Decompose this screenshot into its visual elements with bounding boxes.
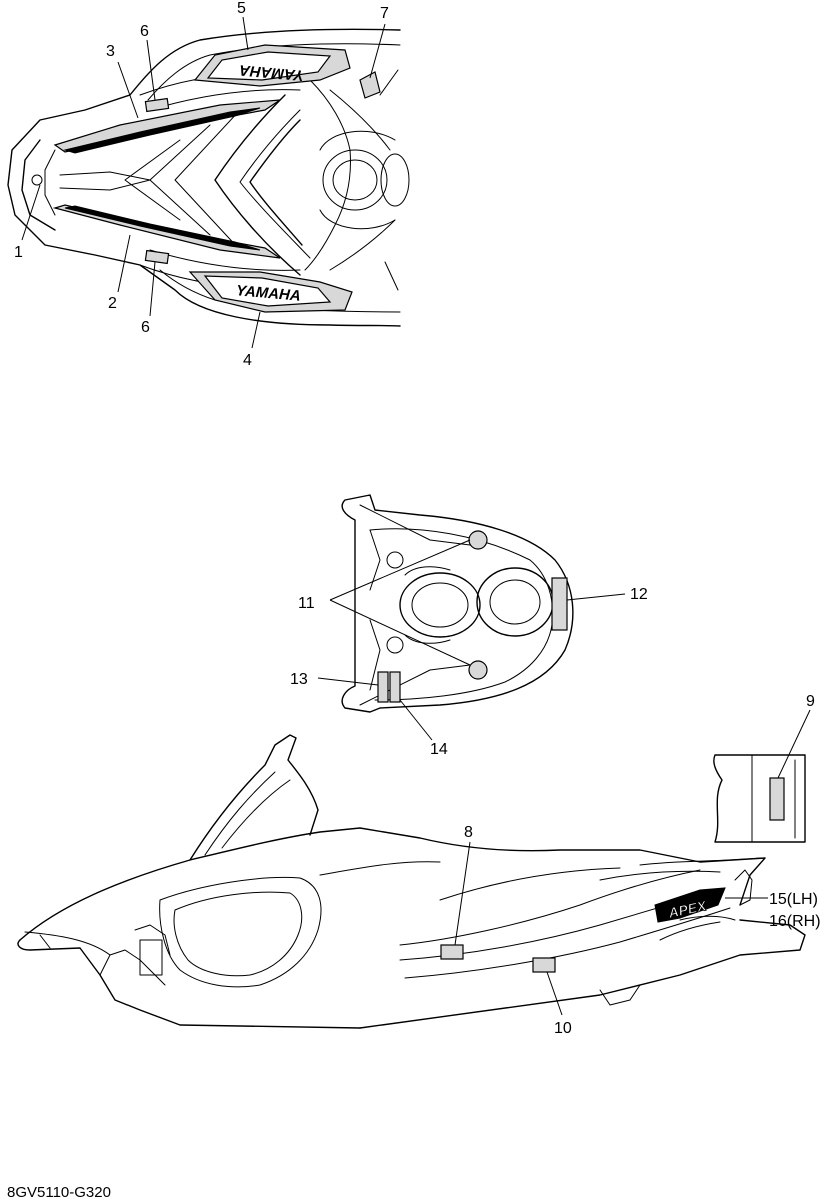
callout-6-upper: 6 bbox=[140, 23, 149, 40]
callout-7: 7 bbox=[380, 5, 389, 22]
decal-9 bbox=[769, 777, 785, 821]
callout-6-lower: 6 bbox=[141, 319, 150, 336]
callout-2: 2 bbox=[108, 295, 117, 312]
decal-14 bbox=[389, 671, 401, 703]
callout-13: 13 bbox=[290, 671, 308, 688]
callout-1: 1 bbox=[14, 244, 23, 261]
decal-7 bbox=[359, 71, 381, 99]
decal-11-upper bbox=[468, 530, 488, 550]
decal-13 bbox=[377, 671, 389, 703]
callout-8: 8 bbox=[464, 824, 473, 841]
callout-16: 16(RH) bbox=[769, 913, 821, 930]
callout-4: 4 bbox=[243, 352, 252, 369]
callout-15: 15(LH) bbox=[769, 891, 818, 908]
decal-11-lower bbox=[468, 660, 488, 680]
callout-12: 12 bbox=[630, 586, 648, 603]
callout-10: 10 bbox=[554, 1020, 572, 1037]
callout-11: 11 bbox=[298, 595, 315, 612]
decal-12 bbox=[551, 577, 568, 631]
callout-14: 14 bbox=[430, 741, 448, 758]
decal-6-lower bbox=[144, 249, 170, 265]
decal-8 bbox=[440, 944, 464, 960]
yamaha-upper-logo: YAMAHA bbox=[239, 61, 305, 84]
decal-15-16-apex bbox=[654, 887, 726, 923]
callout-9: 9 bbox=[806, 693, 815, 710]
callout-5: 5 bbox=[237, 0, 246, 17]
hood-top-view: YAMAHA YAMAHA bbox=[7, 16, 410, 349]
yamaha-lower-logo: YAMAHA bbox=[235, 282, 301, 305]
decal-6-upper bbox=[144, 97, 170, 113]
rear-top-view bbox=[317, 494, 626, 741]
side-view: APEX bbox=[17, 709, 811, 1029]
drawing-code: 8GV5110-G320 bbox=[7, 1184, 111, 1201]
callout-3: 3 bbox=[106, 43, 115, 60]
decal-10 bbox=[532, 957, 556, 973]
